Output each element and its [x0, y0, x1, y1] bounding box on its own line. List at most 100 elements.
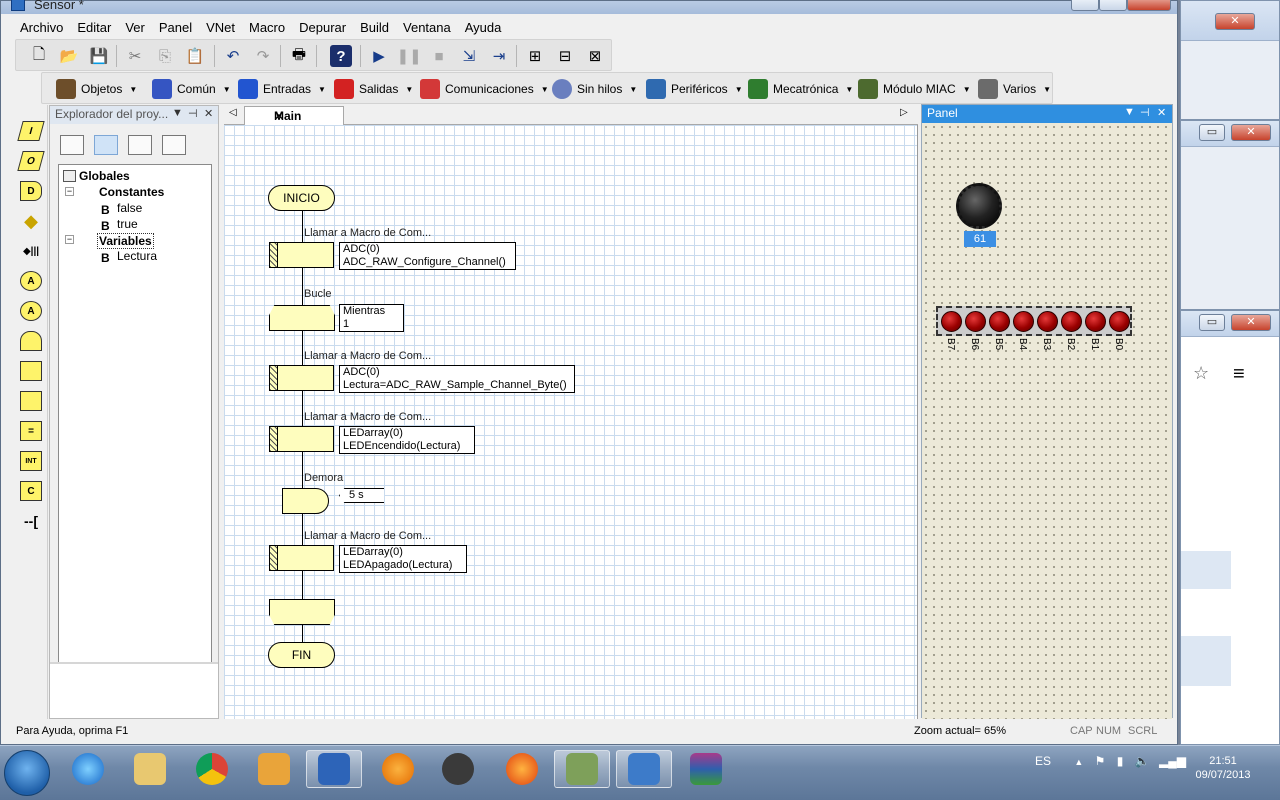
comun-button[interactable]: Común▼: [152, 77, 231, 101]
tree-variables[interactable]: Variables: [97, 233, 154, 249]
delay-block[interactable]: [282, 488, 329, 514]
menu-icon[interactable]: ≡: [1233, 363, 1245, 385]
close-button[interactable]: [1127, 0, 1171, 11]
call1-block[interactable]: [269, 242, 334, 268]
close-icon[interactable]: ✕: [1157, 107, 1167, 119]
maximize-button[interactable]: [1099, 0, 1127, 11]
network-icon[interactable]: ⚑: [1094, 754, 1106, 768]
varios-button[interactable]: Varios▼: [978, 77, 1051, 101]
menu-archivo[interactable]: Archivo: [20, 20, 64, 35]
cut-icon[interactable]: ✂: [128, 48, 142, 65]
tree-globales[interactable]: Globales: [63, 169, 130, 183]
goto-icon[interactable]: A: [20, 301, 42, 321]
mecatronica-button[interactable]: Mecatrónica▼: [748, 77, 853, 101]
salidas-button[interactable]: Salidas▼: [334, 77, 413, 101]
potentiometer-knob[interactable]: [956, 183, 1002, 229]
signal-icon[interactable]: ▂▄▆: [1158, 754, 1186, 768]
program-chip-icon[interactable]: ⊠: [588, 48, 602, 65]
sin-hilos-button[interactable]: Sin hilos▼: [552, 77, 637, 101]
taskbar-spreadsheet[interactable]: [554, 750, 610, 788]
taskbar-chrome[interactable]: [184, 750, 240, 788]
step-over-icon[interactable]: ⇥: [492, 48, 506, 65]
close-icon[interactable]: ✕: [1231, 124, 1271, 141]
start-terminal[interactable]: INICIO: [268, 185, 335, 211]
macro-icon[interactable]: [20, 361, 42, 381]
tab-components-icon[interactable]: [162, 135, 186, 155]
restore-icon[interactable]: ▭: [1199, 124, 1225, 141]
chip-icon[interactable]: ⊞: [528, 48, 542, 65]
menu-ayuda[interactable]: Ayuda: [464, 20, 502, 35]
paste-icon[interactable]: 📋: [185, 48, 205, 65]
menu-editar[interactable]: Editar: [77, 20, 112, 35]
taskbar-winrar[interactable]: [678, 750, 734, 788]
call4-block[interactable]: [269, 545, 334, 571]
tray-expand-icon[interactable]: ▲: [1074, 757, 1084, 767]
background-window-3[interactable]: ▭ ✕ ≡ ☆: [1180, 310, 1280, 745]
taskbar-explorer[interactable]: [122, 750, 178, 788]
tree-constantes[interactable]: Constantes: [99, 185, 164, 199]
switch-icon[interactable]: ◆|||: [22, 245, 40, 257]
taskbar-ie[interactable]: [60, 750, 116, 788]
collapse-icon[interactable]: −: [65, 186, 74, 196]
calculation-icon[interactable]: =: [20, 421, 42, 441]
tab-main[interactable]: Main ✕: [244, 106, 344, 125]
panel-canvas[interactable]: 61 B7 B6 B5 B4 B3 B2 B1 B0: [922, 123, 1172, 719]
menu-depurar[interactable]: Depurar: [299, 20, 347, 35]
component-macro-icon[interactable]: [20, 391, 42, 411]
menu-ventana[interactable]: Ventana: [403, 20, 451, 35]
open-folder-icon[interactable]: 📂: [59, 48, 79, 65]
taskbar-avast[interactable]: [370, 750, 426, 788]
taskbar-flowcode[interactable]: [306, 750, 362, 788]
close-icon[interactable]: ✕: [1231, 314, 1271, 331]
clock[interactable]: 21:51 09/07/2013: [1188, 754, 1258, 782]
menu-macro[interactable]: Macro: [249, 20, 286, 35]
pin-icon[interactable]: ⊣: [1140, 107, 1150, 119]
scroll-left-icon[interactable]: ◁: [229, 107, 237, 118]
call2-block[interactable]: [269, 365, 334, 391]
comunicaciones-button[interactable]: Comunicaciones▼: [420, 77, 549, 101]
decision-icon[interactable]: ◆: [24, 210, 38, 231]
background-window-1[interactable]: ✕: [1180, 0, 1280, 120]
taskbar-flowcode-2[interactable]: [616, 750, 672, 788]
objetos-button[interactable]: Objetos▼: [56, 77, 137, 101]
tab-variables-icon[interactable]: [94, 135, 118, 155]
loop-end-block[interactable]: [269, 599, 335, 625]
language-indicator[interactable]: ES: [1035, 754, 1052, 768]
star-icon[interactable]: ☆: [1193, 363, 1210, 383]
perifericos-button[interactable]: Periféricos▼: [646, 77, 743, 101]
menu-panel[interactable]: Panel: [158, 20, 193, 35]
modulo-miac-button[interactable]: Módulo MIAC▼: [858, 77, 971, 101]
redo-icon[interactable]: ↷: [256, 48, 270, 65]
menu-build[interactable]: Build: [360, 20, 390, 35]
output-icon[interactable]: O: [17, 151, 45, 171]
dropdown-icon[interactable]: ▼: [172, 107, 183, 119]
close-tab-icon[interactable]: ✕: [274, 109, 285, 123]
tab-flowchart-icon[interactable]: [60, 135, 84, 155]
volume-icon[interactable]: 🔈: [1134, 754, 1150, 768]
new-file-icon[interactable]: 🗋: [32, 45, 46, 63]
connection-point-icon[interactable]: A: [20, 271, 42, 291]
pin-icon[interactable]: ⊣: [188, 108, 198, 120]
background-window-2[interactable]: ▭✕: [1180, 120, 1280, 310]
menu-ver[interactable]: Ver: [125, 20, 145, 35]
flowchart-canvas[interactable]: [224, 125, 918, 719]
close-icon[interactable]: ✕: [1215, 13, 1255, 30]
input-icon[interactable]: I: [17, 121, 45, 141]
power-icon[interactable]: ▮: [1116, 754, 1124, 768]
loop-icon[interactable]: [20, 331, 42, 351]
collapse-icon[interactable]: −: [65, 234, 74, 244]
save-icon[interactable]: 💾: [89, 48, 109, 65]
menu-vnet[interactable]: VNet: [206, 20, 235, 35]
step-into-icon[interactable]: ⇲: [462, 48, 476, 65]
taskbar-firefox[interactable]: [494, 750, 550, 788]
start-button[interactable]: [4, 750, 50, 796]
restore-icon[interactable]: ▭: [1199, 314, 1225, 331]
delay-icon[interactable]: D: [20, 181, 42, 201]
dropdown-icon[interactable]: ▼: [1124, 106, 1135, 118]
c-code-icon[interactable]: C: [20, 481, 42, 501]
copy-icon[interactable]: ⎘: [158, 47, 171, 65]
loop-block[interactable]: [269, 305, 335, 331]
compile-icon[interactable]: ⊟: [558, 48, 572, 65]
taskbar-media[interactable]: [246, 750, 302, 788]
